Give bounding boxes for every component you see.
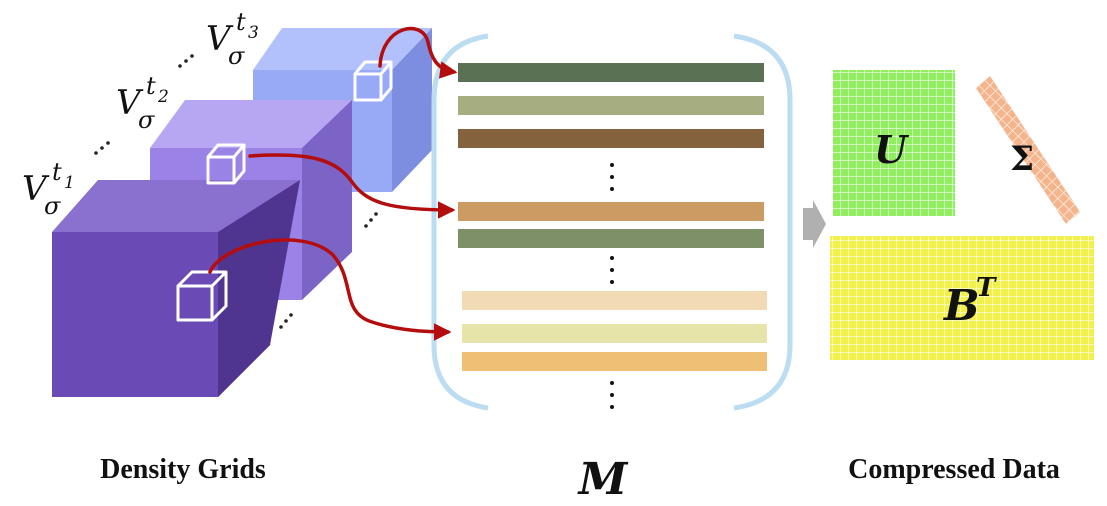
grid-label-t3-base: V: [206, 19, 234, 59]
mapping-arrows: [208, 26, 458, 341]
grid-label-t3-sup: t: [236, 8, 246, 36]
grid-label-t1-sup: t: [52, 158, 62, 186]
grid-label-t1-base: V: [22, 169, 50, 209]
voxel-icon-t2: [206, 143, 246, 185]
cube2-top: [150, 100, 352, 148]
matrix-row-8: [462, 352, 767, 371]
grid-label-t2-sup: t: [146, 72, 156, 100]
matrix-row-6: [462, 291, 767, 310]
arrow-t1-to-matrix: [208, 238, 452, 341]
matrix-right-bracket: [733, 33, 793, 411]
grid-label-t3-sub: σ: [228, 42, 245, 70]
matrix-u: U: [833, 70, 955, 216]
caption-density-grids: Density Grids: [100, 454, 266, 485]
matrix-left-bracket: [431, 33, 489, 411]
ellipsis-dots: [94, 54, 378, 329]
matrix-m: [431, 33, 793, 411]
caption-compressed-data: Compressed Data: [848, 454, 1060, 485]
grid-label-t1-sub: σ: [44, 192, 61, 220]
matrix-bt-sup: T: [976, 273, 997, 303]
density-grid-t1: [52, 180, 300, 397]
matrix-row-5: [458, 229, 764, 248]
grid-label-t1: V σ t 1: [22, 158, 75, 220]
cube3-top: [253, 28, 432, 70]
matrix-bt-label: B: [943, 281, 980, 330]
matrix-row-1: [458, 63, 764, 82]
matrix-bt: B T: [830, 236, 1094, 360]
matrix-vertical-dots: [610, 163, 614, 409]
matrix-sigma: Σ: [976, 76, 1080, 224]
matrix-row-2: [458, 96, 764, 115]
grid-label-t3: V σ t 3: [206, 8, 259, 70]
grid-label-t3-index: 3: [248, 23, 259, 43]
arrow-t2-to-matrix: [248, 153, 456, 219]
voxel-icon-t1: [176, 270, 228, 322]
cube2-side: [302, 100, 352, 300]
matrix-sigma-label: Σ: [1010, 139, 1034, 179]
matrix-row-3: [458, 129, 764, 148]
compress-arrow-icon: [803, 200, 826, 248]
cube1-side-lower: [218, 210, 270, 397]
arrow-t3-to-matrix: [378, 26, 458, 79]
grid-label-t2-base: V: [116, 83, 144, 123]
voxel-icon-t3: [353, 60, 393, 102]
grid-label-t2: V σ t 2: [116, 72, 169, 134]
matrix-row-7: [462, 324, 767, 343]
compressed-data: U Σ B T: [830, 70, 1094, 360]
matrix-row-4: [458, 202, 764, 221]
cube1-top: [52, 180, 300, 232]
matrix-u-label: U: [874, 127, 910, 172]
grid-label-t1-index: 1: [64, 173, 75, 193]
caption-matrix-m: M: [577, 454, 629, 505]
grid-label-t2-sub: σ: [138, 106, 155, 134]
grid-label-t2-index: 2: [157, 87, 169, 107]
cube1-front: [52, 232, 218, 397]
cube3-side: [392, 28, 432, 192]
